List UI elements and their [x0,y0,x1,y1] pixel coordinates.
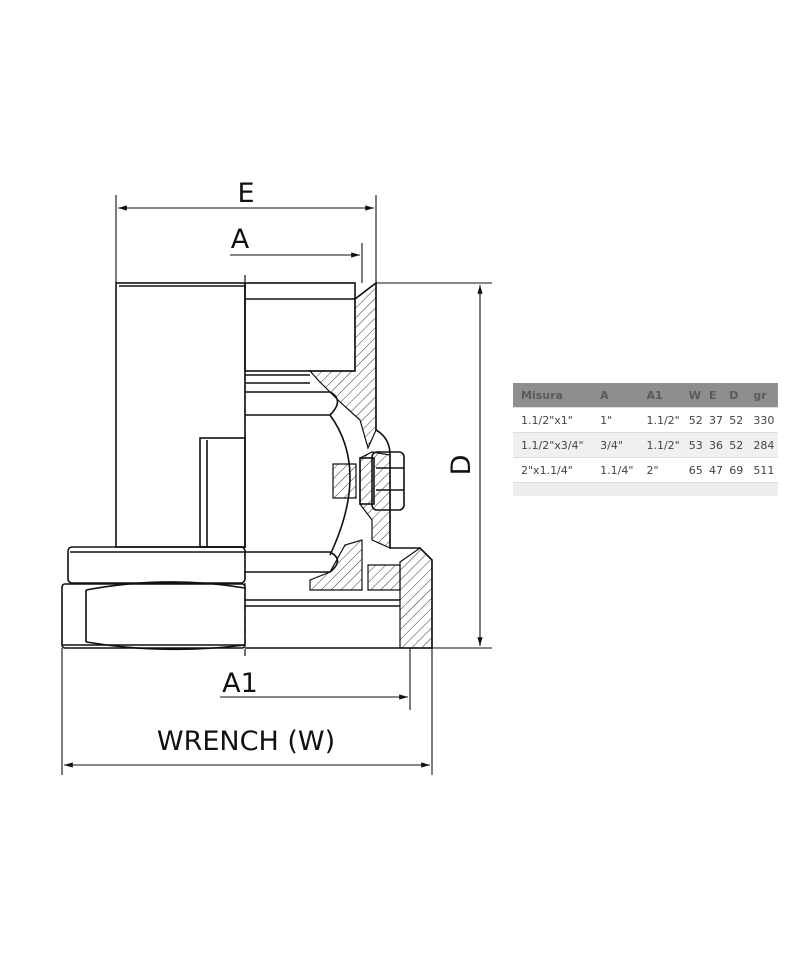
header-misura: Misura [513,383,593,408]
cell: 52 [725,432,746,458]
cell: 1.1/4" [592,457,639,483]
dimension-lines [61,195,492,775]
upper-seal [245,391,339,416]
body-exterior [115,282,246,548]
label-A1: A1 [222,668,258,699]
cell: 37 [705,407,726,433]
cell: 1.1/2"x1" [513,407,593,433]
lower-seal [245,551,339,573]
label-wrench: WRENCH (W) [157,726,335,757]
table-header-row: Misura A A1 W E D gr [513,383,778,408]
cell: 36 [705,432,726,458]
cell: 1.1/2"x3/4" [513,432,593,458]
cell: 2" [638,457,685,483]
label-E: E [237,178,254,209]
header-gr: gr [745,383,778,408]
cell: 1" [592,407,639,433]
cell: 2"x1.1/4" [513,457,593,483]
table-row: 1.1/2"x3/4" 3/4" 1.1/2" 53 36 52 284 [513,432,778,458]
header-a: A [592,383,639,408]
label-D: D [446,455,477,476]
cell: 52 [684,407,705,433]
size-spec-table: Misura A A1 W E D gr 1.1/2"x1" 1" 1.1/2"… [513,383,778,496]
cell: 330 [745,407,778,433]
cell: 52 [725,407,746,433]
header-e: E [705,383,726,408]
header-a1: A1 [638,383,685,408]
cell: 53 [684,432,705,458]
table-row: 2"x1.1/4" 1.1/4" 2" 65 47 69 511 [513,457,778,483]
cell: 65 [684,457,705,483]
cell: 1.1/2" [638,407,685,433]
header-w: W [684,383,705,408]
hatched-sections [308,281,433,649]
label-A: A [231,224,250,255]
cell: 511 [745,457,778,483]
cell: 47 [705,457,726,483]
cell: 1.1/2" [638,432,685,458]
table-footer-row [513,482,778,496]
cell: 69 [725,457,746,483]
cell: 284 [745,432,778,458]
table-row: 1.1/2"x1" 1" 1.1/2" 52 37 52 330 [513,407,778,433]
hex-nut [61,583,246,649]
cell: 3/4" [592,432,639,458]
header-d: D [725,383,746,408]
